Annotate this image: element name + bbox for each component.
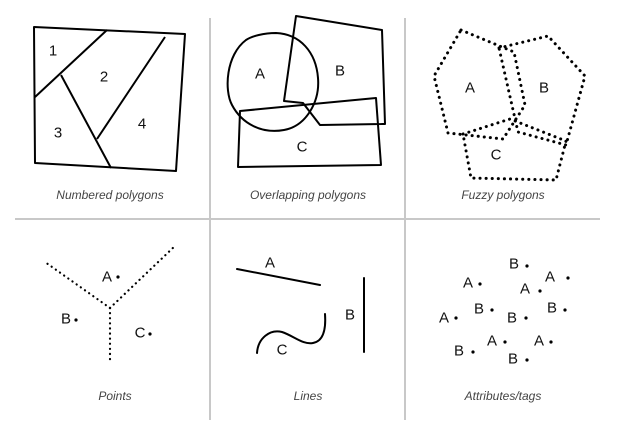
- caption-fuzzy-polygons: Fuzzy polygons: [461, 188, 545, 202]
- tag-label: A: [533, 332, 545, 350]
- line-label-b: B: [344, 306, 356, 324]
- polygon-label-4: 4: [137, 115, 147, 133]
- fuzzy-label-c: C: [490, 146, 502, 164]
- overlap-label-b: B: [334, 62, 346, 80]
- fuzzy-label-b: B: [538, 79, 550, 97]
- polygon-label-1: 1: [48, 42, 58, 60]
- line-label-c: C: [276, 341, 288, 359]
- points-markers: [74, 275, 152, 336]
- grid-dividers: [15, 18, 600, 420]
- attribute-tag-dots: [454, 264, 570, 362]
- caption-overlapping-polygons: Overlapping polygons: [249, 188, 367, 202]
- point-label-a: A: [101, 268, 113, 286]
- lines-shapes: [236, 268, 365, 354]
- tag-label: A: [438, 309, 450, 327]
- tag-label: A: [544, 268, 556, 286]
- caption-numbered-polygons: Numbered polygons: [56, 188, 164, 202]
- overlapping-polygons-shape: [226, 15, 386, 168]
- tag-label: A: [486, 332, 498, 350]
- tag-label: B: [507, 350, 519, 368]
- polygon-label-3: 3: [53, 124, 63, 142]
- tag-label: B: [508, 255, 520, 273]
- tag-label: A: [462, 274, 474, 292]
- polygon-label-2: 2: [99, 68, 109, 86]
- point-label-c: C: [134, 324, 146, 342]
- overlap-label-c: C: [296, 138, 308, 156]
- caption-points: Points: [98, 389, 132, 403]
- tag-label: B: [473, 300, 485, 318]
- fuzzy-label-a: A: [464, 79, 476, 97]
- tag-label: B: [546, 299, 558, 317]
- numbered-polygons-shape: [33, 26, 186, 172]
- fuzzy-polygons-shape: [432, 28, 587, 182]
- caption-attributes-tags: Attributes/tags: [464, 389, 542, 403]
- overlap-label-a: A: [254, 65, 266, 83]
- line-label-a: A: [264, 254, 276, 272]
- point-label-b: B: [60, 310, 72, 328]
- points-dividers: [43, 243, 178, 362]
- tag-label: B: [506, 309, 518, 327]
- tag-label: B: [453, 342, 465, 360]
- caption-lines: Lines: [293, 389, 323, 403]
- tag-label: A: [519, 280, 531, 298]
